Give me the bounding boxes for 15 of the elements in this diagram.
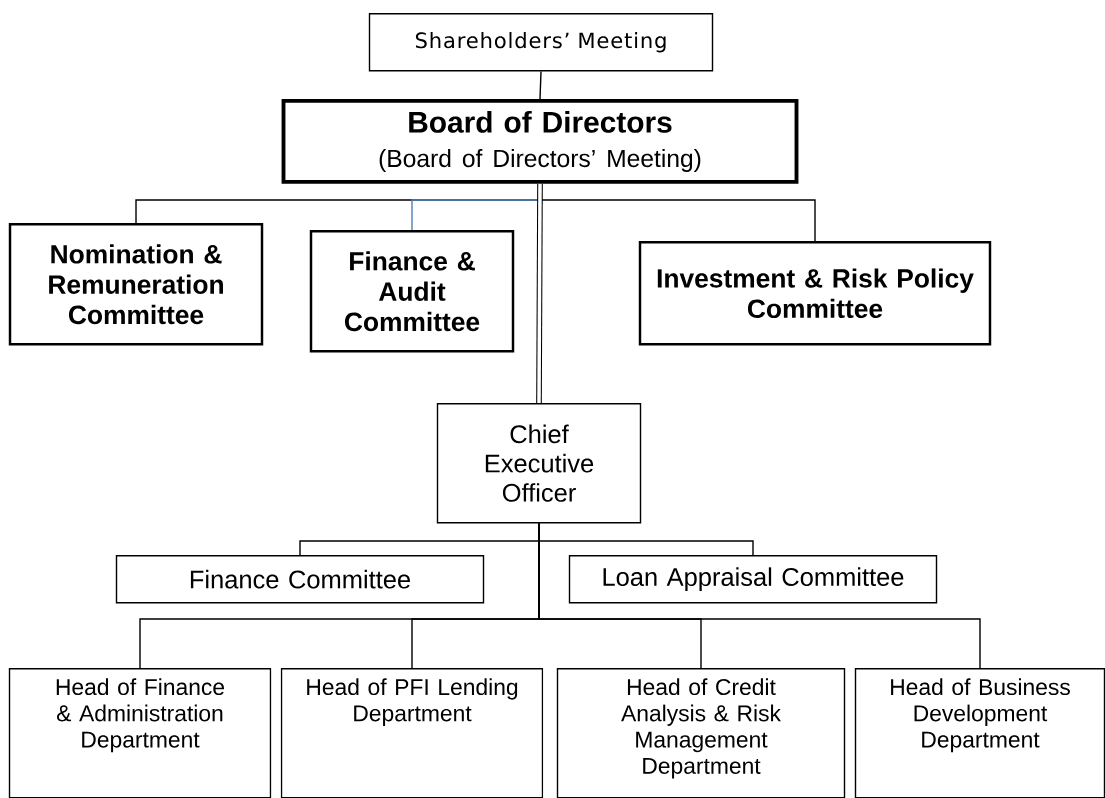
connector-line [536, 183, 543, 403]
org-box: Loan Appraisal Committee [568, 555, 938, 604]
department-box: Head of Credit Analysis & Risk Management Department [556, 668, 846, 798]
department-box: Head of Finance & Administration Department [8, 668, 272, 798]
committee-box: Finance & Audit Committee [309, 230, 515, 353]
meeting-box: Shareholders’ Meeting [368, 13, 714, 72]
org-box: Chief Executive Officer [436, 403, 642, 524]
org-box: Finance Committee [115, 555, 485, 604]
connector-line [539, 70, 542, 100]
connector-line [538, 522, 981, 669]
committee-box: Investment & Risk Policy Committee [638, 241, 992, 346]
board-box: Board of Directors (Board of Directors’ Meeting) [281, 99, 799, 184]
department-box: Head of Business Development Department [854, 668, 1105, 798]
committee-box: Nomination & Remuneration Committee [8, 223, 264, 346]
department-box: Head of PFI Lending Department [280, 668, 544, 798]
